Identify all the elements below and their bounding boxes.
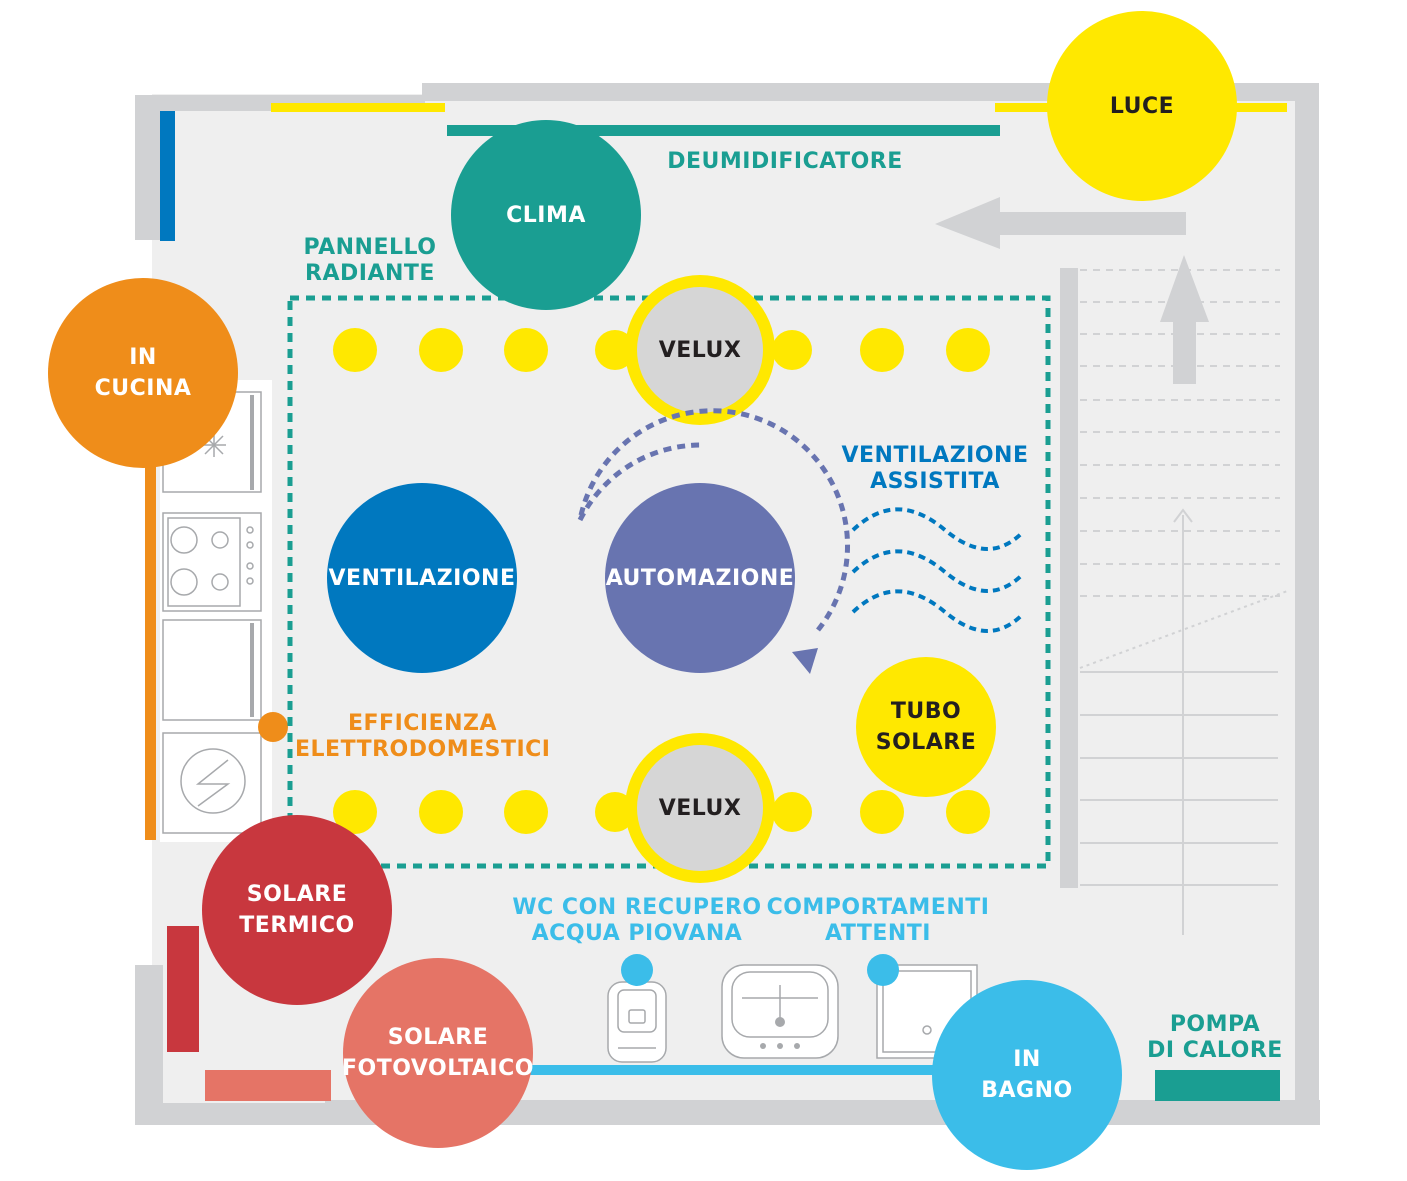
in-cucina-circle: IN CUCINA xyxy=(48,278,238,468)
pompa-text-1: POMPA xyxy=(1169,1012,1261,1037)
light-bar-left xyxy=(271,103,445,112)
clima-circle: CLIMA xyxy=(451,120,641,310)
efficienza-text-2: ELETTRODOMESTICI xyxy=(295,737,551,762)
velux-bottom-label-box: VELUX xyxy=(637,745,763,871)
in-cucina-label-1: IN xyxy=(129,345,157,370)
pompa-label: POMPA DI CALORE xyxy=(1140,1012,1290,1064)
tubo-solare-label-2: SOLARE xyxy=(875,730,977,755)
luce-label: LUCE xyxy=(1109,93,1175,119)
clima-label: CLIMA xyxy=(506,202,586,228)
appliance-dot xyxy=(258,712,288,742)
wc-dot xyxy=(621,954,653,986)
wave-icon xyxy=(851,507,1025,633)
ventilazione-assistita-text-1: VENTILAZIONE xyxy=(841,443,1029,468)
automation-cycle xyxy=(577,408,850,632)
cooktop-icon xyxy=(162,512,262,612)
comportamenti-label: COMPORTAMENTI ATTENTI xyxy=(763,895,993,947)
stairs-icon xyxy=(1079,269,1291,935)
airflow-arrow-icon xyxy=(935,197,1209,384)
washing-machine-icon xyxy=(162,732,262,834)
oven-icon xyxy=(162,619,262,721)
window-blue xyxy=(160,111,175,241)
sink-icon xyxy=(721,964,839,1059)
automazione-circle: AUTOMAZIONE xyxy=(605,483,795,673)
efficienza-text-1: EFFICIENZA xyxy=(347,711,498,736)
tubo-solare-circle: TUBO SOLARE xyxy=(856,657,996,797)
comportamenti-text-2: ATTENTI xyxy=(825,921,931,946)
in-bagno-circle: IN BAGNO xyxy=(932,980,1122,1170)
ventilazione-circle: VENTILAZIONE xyxy=(327,483,517,673)
velux-top-inner xyxy=(637,287,763,413)
efficienza-label: EFFICIENZA ELETTRODOMESTICI xyxy=(295,711,550,763)
light-dots-top xyxy=(333,328,990,372)
toilet-icon xyxy=(607,981,667,1063)
pannello-radiante-text-1: PANNELLO xyxy=(303,235,437,260)
solar-thermal-panel xyxy=(167,926,199,1052)
solare-fotovoltaico-label-2: FOTOVOLTAICO xyxy=(342,1056,534,1081)
velux-bottom-inner xyxy=(637,745,763,871)
solare-termico-label-2: TERMICO xyxy=(239,913,355,938)
wc-label: WC CON RECUPERO ACQUA PIOVANA xyxy=(512,895,762,947)
heat-pump-bar xyxy=(1155,1070,1280,1101)
pannello-radiante-text-2: RADIANTE xyxy=(305,261,435,286)
in-cucina-label-2: CUCINA xyxy=(94,376,192,401)
deumidificatore-text: DEUMIDIFICATORE xyxy=(667,149,903,174)
pompa-text-2: DI CALORE xyxy=(1147,1038,1283,1063)
wc-text-2: ACQUA PIOVANA xyxy=(531,921,743,946)
solare-termico-label-1: SOLARE xyxy=(246,882,348,907)
bathroom-line xyxy=(528,1065,933,1075)
tubo-solare-label-1: TUBO xyxy=(890,699,962,724)
in-bagno-label-1: IN xyxy=(1013,1047,1041,1072)
luce-circle: LUCE xyxy=(1047,11,1237,201)
light-dots-bottom xyxy=(333,790,990,834)
automation-arrow-icon xyxy=(792,648,818,674)
velux-top-label-box: VELUX xyxy=(637,287,763,413)
velux-top-label: VELUX xyxy=(658,337,742,363)
solare-termico-circle: SOLARE TERMICO xyxy=(202,815,392,1005)
pannello-radiante-label: PANNELLO RADIANTE xyxy=(280,235,460,287)
velux-bottom-label: VELUX xyxy=(658,795,742,821)
automazione-label: AUTOMAZIONE xyxy=(605,565,795,591)
deumidificatore-bar xyxy=(447,125,1000,136)
kitchen-line xyxy=(145,462,156,840)
deumidificatore-label: DEUMIDIFICATORE xyxy=(640,149,930,175)
wc-text-1: WC CON RECUPERO xyxy=(512,895,762,920)
comportamenti-dot xyxy=(867,954,899,986)
solar-pv-panel xyxy=(205,1070,331,1101)
solare-fotovoltaico-circle: SOLARE FOTOVOLTAICO xyxy=(342,958,534,1148)
in-bagno-label-2: BAGNO xyxy=(981,1078,1073,1103)
ventilazione-assistita-label: VENTILAZIONE ASSISTITA xyxy=(830,443,1040,495)
ventilazione-label: VENTILAZIONE xyxy=(328,565,516,591)
automation-cycle-2 xyxy=(577,442,701,522)
comportamenti-text-1: COMPORTAMENTI xyxy=(766,895,990,920)
ventilazione-assistita-text-2: ASSISTITA xyxy=(870,469,1000,494)
solare-fotovoltaico-label-1: SOLARE xyxy=(387,1025,489,1050)
